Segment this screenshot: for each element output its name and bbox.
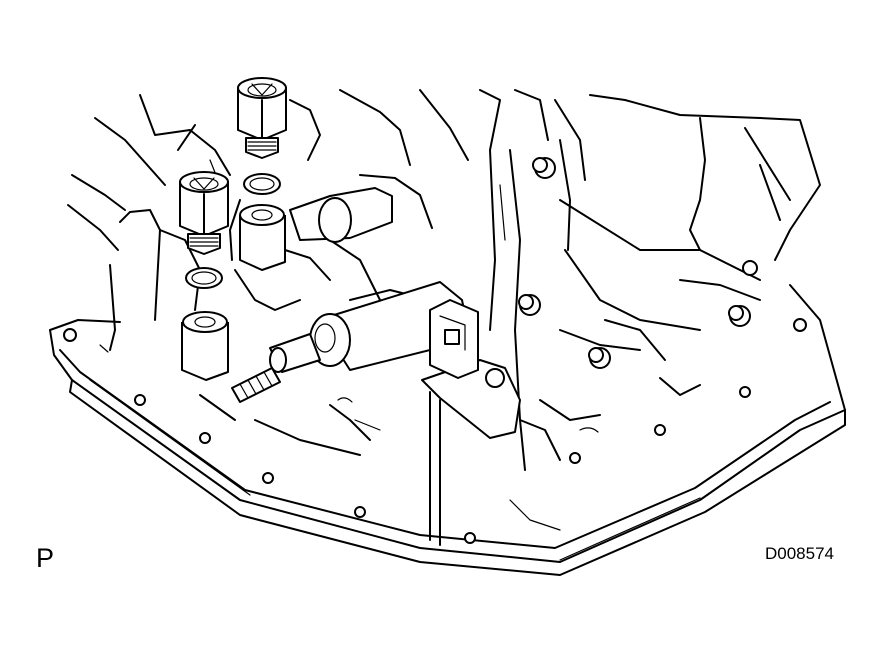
case-body-left — [67, 89, 469, 456]
port-boss-lower — [181, 311, 229, 381]
flange-bolt-holes — [63, 318, 807, 544]
case-body-right — [479, 89, 821, 471]
figure-code: D008574 — [765, 544, 835, 563]
union-fitting-upper — [237, 77, 287, 159]
o-ring-upper — [243, 173, 281, 195]
detail-marks — [99, 344, 599, 531]
threaded-stud — [231, 367, 281, 403]
view-label: P — [36, 543, 55, 573]
o-ring-lower — [185, 267, 223, 289]
port-boss-upper — [239, 187, 393, 271]
case-bolts — [518, 157, 758, 369]
oil-pan — [49, 284, 846, 576]
union-fitting-lower — [179, 171, 229, 255]
sensor-connector — [421, 299, 521, 546]
